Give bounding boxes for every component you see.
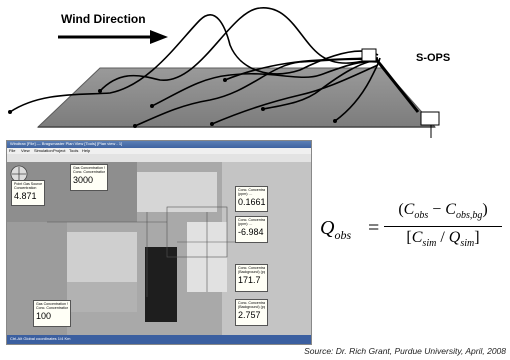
formula-fraction-bar bbox=[384, 226, 502, 227]
panel-conc-4: Conc. Concentration (Background) (ppm) 2… bbox=[235, 299, 268, 326]
panel-conc-3-value: 171.7 bbox=[238, 275, 261, 286]
menu-simulation[interactable]: Simulation bbox=[34, 148, 53, 153]
status-bar: Ctrl-Alt Global coordinates 1/4 Km bbox=[7, 335, 311, 344]
trajectory-7 bbox=[262, 59, 379, 110]
point-4 bbox=[150, 104, 154, 108]
panel-sensor-2: Gas Concentration Sensor 2 Conc. Concent… bbox=[33, 300, 71, 327]
panel-sensor-2-value: 100 bbox=[36, 311, 52, 322]
sops-path bbox=[370, 53, 420, 113]
menu-file[interactable]: File bbox=[9, 148, 16, 153]
panel-conc-2-value: -6.984 bbox=[238, 227, 264, 238]
sops-box-top bbox=[361, 48, 377, 62]
point-3 bbox=[133, 124, 137, 128]
formula-lhs: Qobs bbox=[320, 217, 352, 242]
sops-label: S-OPS bbox=[416, 52, 451, 64]
wind-direction-label: Wind Direction bbox=[61, 12, 146, 26]
field-plane bbox=[36, 67, 437, 128]
point-7 bbox=[261, 107, 265, 111]
panel-source-1-value: 4.871 bbox=[14, 191, 37, 202]
aerial-map[interactable]: Point Gas Source Concentration 4.871 Gas… bbox=[7, 162, 311, 335]
wind-arrow-head bbox=[150, 30, 168, 44]
menu-project[interactable]: Project bbox=[53, 148, 66, 153]
trajectory-5 bbox=[211, 64, 379, 125]
window-titlebar: Windtrax [File] — Bragsmaster Plan View … bbox=[7, 141, 311, 148]
panel-conc-4-value: 2.757 bbox=[238, 310, 261, 321]
point-8 bbox=[333, 119, 337, 123]
qobs-formula: Qobs = (Cobs − Cobs,bg) [Csim / Qsim] bbox=[318, 198, 506, 258]
status-text: Ctrl-Alt Global coordinates 1/4 Km bbox=[10, 336, 71, 341]
trajectory-1 bbox=[9, 14, 379, 113]
panel-sensor-1-value: 3000 bbox=[73, 175, 94, 186]
source-citation: Source: Dr. Rich Grant, Purdue Universit… bbox=[304, 346, 506, 356]
point-2 bbox=[98, 89, 102, 93]
point-5 bbox=[210, 122, 214, 126]
trajectory-6 bbox=[224, 57, 379, 81]
trajectory-2 bbox=[99, 7, 379, 92]
formula-denominator: [Csim / Qsim] bbox=[406, 229, 480, 250]
sops-box-bottom bbox=[420, 111, 440, 126]
panel-conc-2: Conc. Concentration 1 (ppm): ... -6.984 bbox=[235, 216, 268, 243]
formula-equals: = bbox=[368, 217, 380, 239]
panel-conc-3: Conc. Concentration (Background) (ppm) 1… bbox=[235, 264, 268, 292]
windtrax-screenshot: Windtrax [File] — Bragsmaster Plan View … bbox=[6, 140, 312, 345]
panel-source-1: Point Gas Source Concentration 4.871 bbox=[11, 180, 45, 206]
dark-building bbox=[145, 247, 177, 322]
formula-numerator: (Cobs − Cobs,bg) bbox=[398, 201, 488, 222]
trajectory-points bbox=[8, 78, 337, 128]
point-1 bbox=[8, 110, 12, 114]
field-diagram bbox=[8, 7, 440, 138]
panel-conc-1-value: 0.1661 bbox=[238, 197, 266, 208]
menu-view[interactable]: View bbox=[21, 148, 30, 153]
panel-conc-1: Conc. Concentration (ppm): ... 0.1661 bbox=[235, 186, 268, 212]
menu-tools[interactable]: Tools bbox=[69, 148, 79, 153]
trajectory-4 bbox=[151, 60, 379, 107]
panel-sensor-1: Gas Concentration Sensor 1 Conc. Concent… bbox=[70, 164, 108, 191]
window-title: Windtrax [File] — Bragsmaster Plan View … bbox=[10, 141, 123, 146]
point-6 bbox=[223, 78, 227, 82]
menu-help[interactable]: Help bbox=[82, 148, 91, 153]
